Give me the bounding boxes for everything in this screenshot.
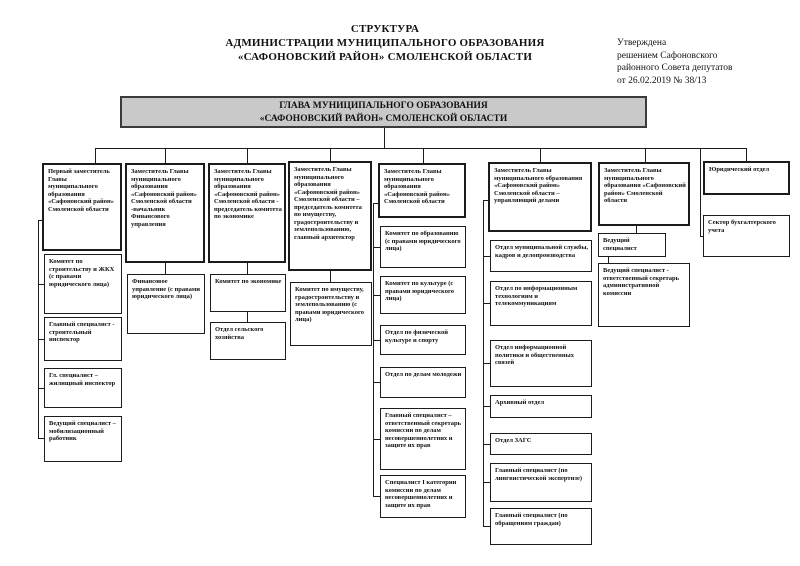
org-box-leading-specialist-mobilization: Ведущий специалист – мобилизационный раб… bbox=[44, 416, 122, 462]
connector-stub-col1-b4 bbox=[38, 388, 45, 389]
connector-spine-col5 bbox=[373, 203, 374, 496]
connector-stub-col6-b2 bbox=[483, 256, 491, 257]
org-box-zags-department: Отдел ЗАГС bbox=[490, 433, 592, 455]
connector-drop-col2 bbox=[165, 148, 166, 163]
org-box-first-deputy-head: Первый заместитель Главы муниципального … bbox=[42, 163, 122, 251]
head-line-2: «САФОНОВСКИЙ РАЙОН» СМОЛЕНСКОЙ ОБЛАСТИ bbox=[259, 113, 508, 124]
org-box-construction-housing-committee: Комитет по строительству и ЖКХ (с правам… bbox=[44, 254, 122, 314]
connector-stub-col6-b8 bbox=[483, 526, 491, 527]
connector-stub-col1-b3 bbox=[38, 339, 45, 340]
connector-col7-v2 bbox=[608, 257, 609, 263]
connector-col3-v1 bbox=[247, 263, 248, 274]
connector-drop-col5 bbox=[423, 148, 424, 163]
connector-col3-v2 bbox=[247, 312, 248, 322]
org-box-archive-department: Архивный отдел bbox=[490, 395, 592, 418]
connector-stub-col1-parent bbox=[38, 220, 43, 221]
org-box-chief-specialist-linguistic: Главный специалист (по лингвистической э… bbox=[490, 463, 592, 502]
connector-col2-v1 bbox=[165, 263, 166, 274]
org-box-property-committee: Комитет по имуществу, градостроительству… bbox=[290, 282, 372, 346]
connector-stub-col5-b6 bbox=[373, 439, 381, 440]
approval-line-4: от 26.02.2019 № 38/13 bbox=[617, 75, 707, 86]
connector-bus bbox=[95, 148, 747, 149]
org-box-minors-commission-specialist: Специалист I категории комиссии по делам… bbox=[380, 475, 466, 518]
org-box-youth-department: Отдел по делам молодежи bbox=[380, 367, 466, 398]
connector-drop-col8 bbox=[746, 148, 747, 161]
connector-col7-v1 bbox=[636, 226, 637, 233]
approval-line-2: решением Сафоновского bbox=[617, 50, 718, 61]
connector-stub-col5-parent bbox=[373, 203, 378, 204]
org-box-minors-commission-secretary: Главный специалист – ответственный секре… bbox=[380, 408, 466, 470]
connector-stub-col6-b6 bbox=[483, 444, 491, 445]
head-line-1: ГЛАВА МУНИЦИПАЛЬНОГО ОБРАЗОВАНИЯ bbox=[279, 101, 488, 111]
connector-stub-col1-b2 bbox=[38, 284, 45, 285]
org-box-finance-department: Финансовое управление (с правами юридиче… bbox=[127, 274, 205, 334]
connector-stub-col6-b5 bbox=[483, 406, 491, 407]
org-box-chief-specialist-construction-inspector: Главный специалист - строительный инспек… bbox=[44, 317, 122, 361]
org-box-admin-commission-secretary: Ведущий специалист - ответственный секре… bbox=[598, 263, 690, 327]
head-of-municipality-box: ГЛАВА МУНИЦИПАЛЬНОГО ОБРАЗОВАНИЯ «САФОНО… bbox=[120, 96, 647, 128]
org-box-chief-specialist-citizens-appeals: Главный специалист (по обращениям гражда… bbox=[490, 508, 592, 545]
connector-stub-col6-parent bbox=[483, 200, 488, 201]
connector-spine-col8 bbox=[700, 148, 701, 236]
connector-drop-col3 bbox=[247, 148, 248, 163]
org-box-chief-specialist-housing-inspector: Гл. специалист – жилищный инспектор bbox=[44, 368, 122, 408]
org-box-it-telecom-department: Отдел по информационным технологиям и те… bbox=[490, 281, 592, 326]
org-box-deputy-economy-chair: Заместитель Главы муниципального образов… bbox=[208, 163, 286, 263]
connector-drop-col1 bbox=[95, 148, 96, 163]
connector-stub-col5-b4 bbox=[373, 340, 381, 341]
org-box-deputy-finance-chief: Заместитель Главы муниципального образов… bbox=[125, 163, 205, 263]
connector-col4-v1 bbox=[330, 271, 331, 282]
org-box-agriculture-department: Отдел сельского хозяйства bbox=[210, 322, 286, 360]
approval-line-3: районного Совета депутатов bbox=[617, 63, 733, 74]
org-box-deputy-property-chair: Заместитель Главы муниципального образов… bbox=[288, 161, 372, 271]
connector-stub-col5-b3 bbox=[373, 295, 381, 296]
connector-stub-col5-b5 bbox=[373, 382, 381, 383]
org-box-education-committee: Комитет по образованию (с правами юридич… bbox=[380, 226, 466, 268]
connector-head-drop bbox=[384, 128, 385, 148]
title-line-2: АДМИНИСТРАЦИИ МУНИЦИПАЛЬНОГО ОБРАЗОВАНИЯ bbox=[225, 37, 545, 50]
connector-stub-col1-b5 bbox=[38, 438, 45, 439]
org-box-municipal-service-department: Отдел муниципальной службы, кадров и дел… bbox=[490, 240, 592, 272]
connector-stub-col8 bbox=[700, 236, 704, 237]
approval-line-1: Утверждена bbox=[617, 38, 667, 48]
title-line-3: «САФОНОВСКИЙ РАЙОН» СМОЛЕНСКОЙ ОБЛАСТИ bbox=[237, 51, 533, 64]
connector-drop-col6 bbox=[540, 148, 541, 162]
connector-drop-col7 bbox=[645, 148, 646, 162]
org-box-accounting-sector: Сектор бухгалтерского учета bbox=[703, 215, 790, 257]
org-box-economy-committee: Комитет по экономике bbox=[210, 274, 286, 312]
org-box-culture-committee: Комитет по культуре (с правами юридическ… bbox=[380, 276, 466, 314]
org-box-sport-department: Отдел по физической культуре и спорту bbox=[380, 325, 466, 355]
org-box-leading-specialist: Ведущий специалист bbox=[598, 233, 666, 257]
connector-spine-col1 bbox=[38, 220, 39, 439]
connector-stub-col6-b7 bbox=[483, 482, 491, 483]
page-title: СТРУКТУРА АДМИНИСТРАЦИИ МУНИЦИПАЛЬНОГО О… bbox=[100, 22, 670, 64]
org-box-deputy-administration-manager: Заместитель Главы муниципального образов… bbox=[488, 162, 592, 232]
org-box-deputy-social: Заместитель Главы муниципального образов… bbox=[378, 163, 466, 218]
connector-stub-col6-b3 bbox=[483, 303, 491, 304]
connector-stub-col6-b4 bbox=[483, 363, 491, 364]
org-box-deputy-head-7: Заместитель Главы муниципального образов… bbox=[598, 162, 690, 226]
org-box-information-policy-department: Отдел информационной политики и обществе… bbox=[490, 340, 592, 387]
connector-drop-col4 bbox=[330, 148, 331, 161]
connector-stub-col5-b2 bbox=[373, 247, 381, 248]
connector-stub-col5-b7 bbox=[373, 496, 381, 497]
approval-note: Утверждена решением Сафоновского районно… bbox=[617, 37, 792, 87]
title-line-1: СТРУКТУРА bbox=[350, 23, 420, 35]
org-box-legal-department: Юридический отдел bbox=[703, 161, 790, 195]
